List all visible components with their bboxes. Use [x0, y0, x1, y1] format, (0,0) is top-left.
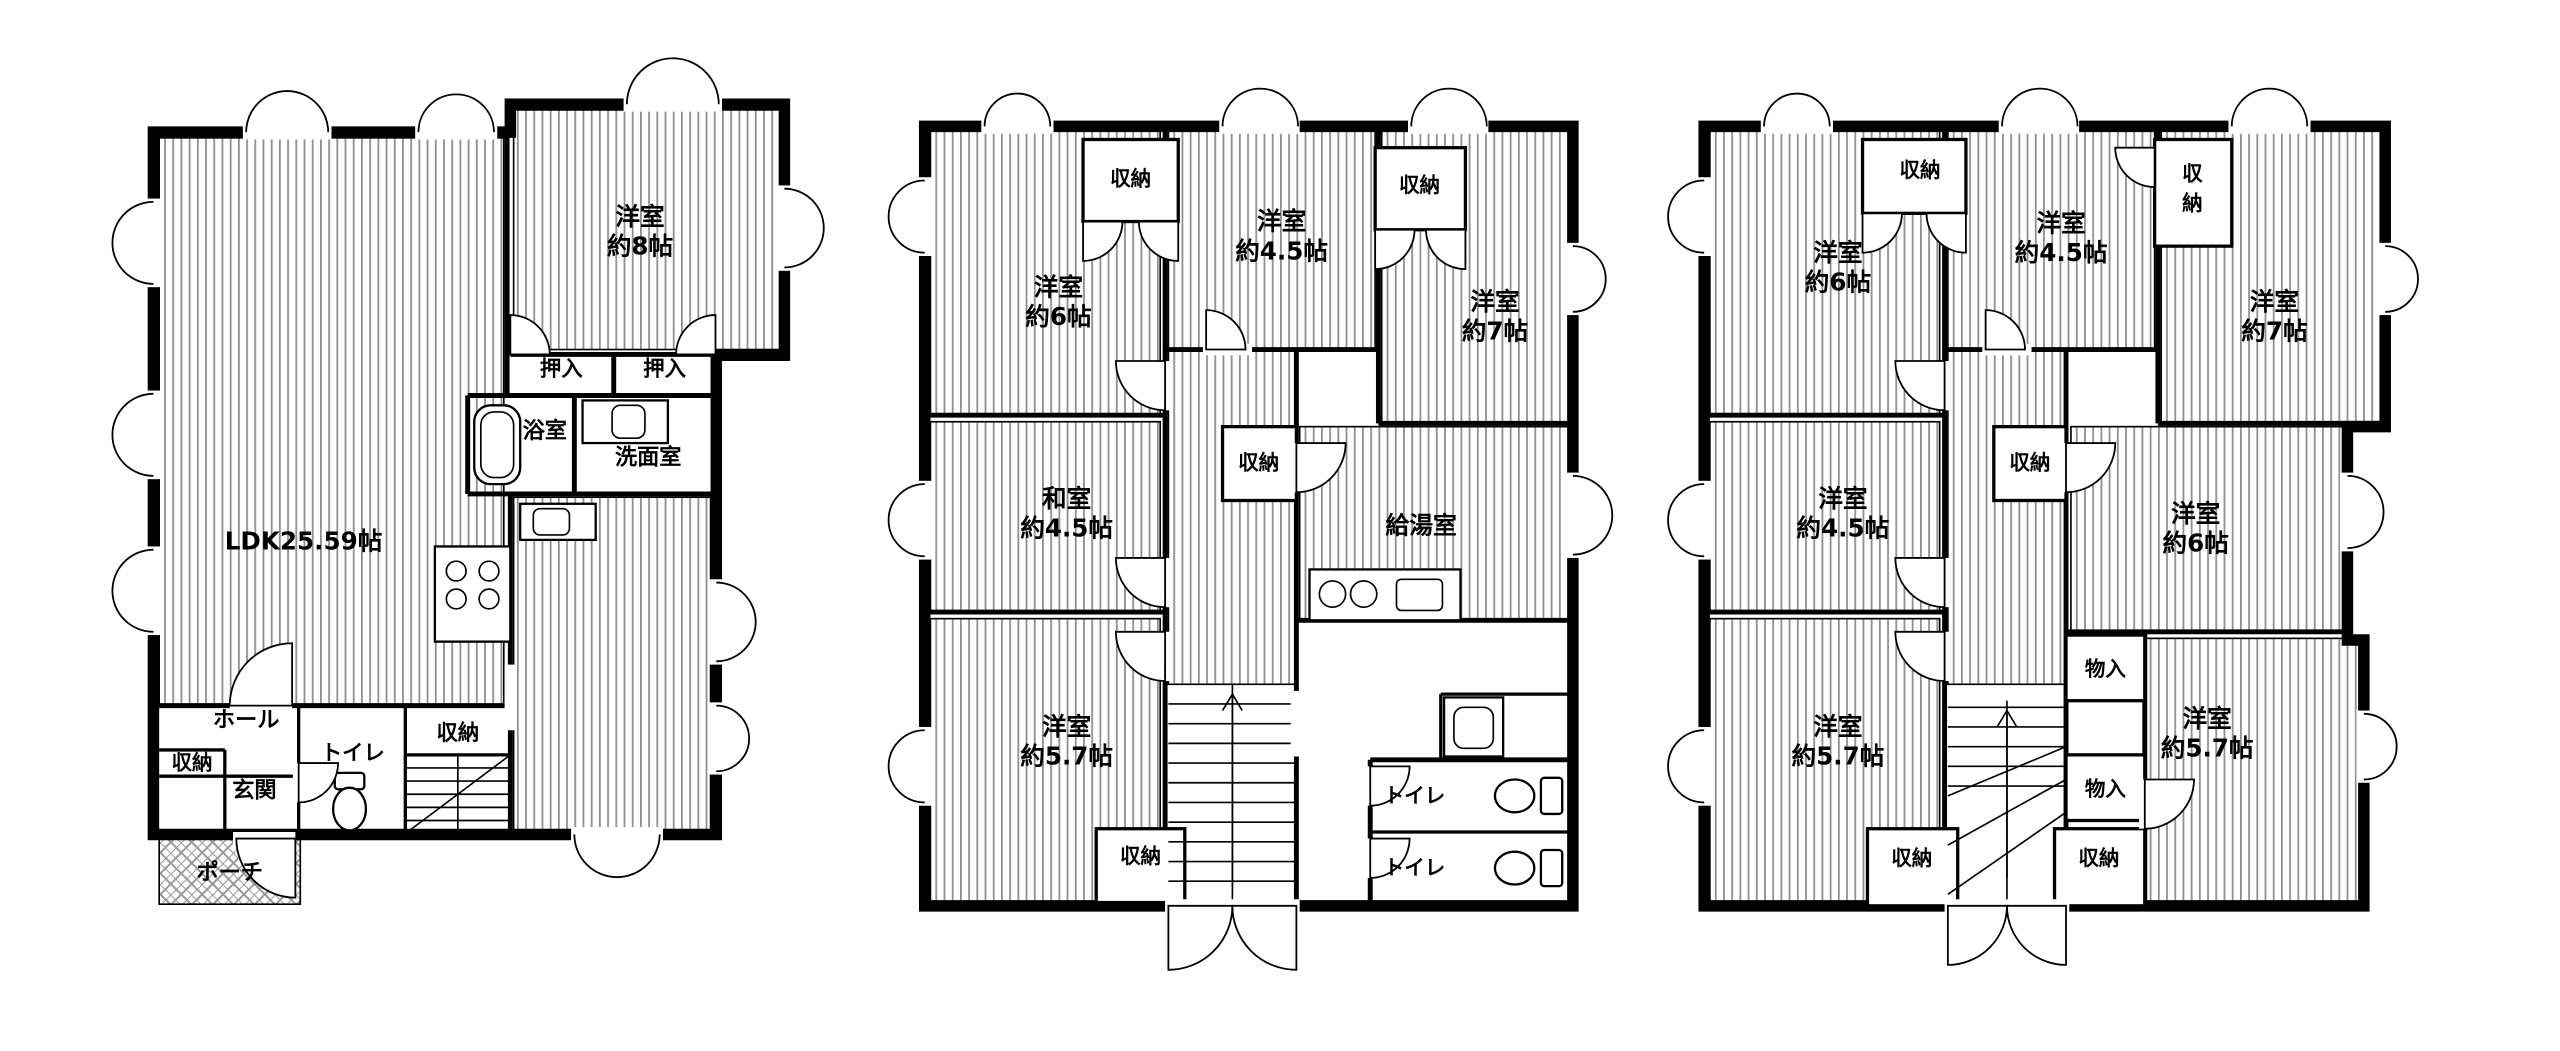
kitchen-counter-icon — [433, 545, 512, 643]
room-label-yoshitsu6: 洋室 — [1034, 272, 1083, 301]
room-size-yoshitsu45-top: 約4.5帖 — [2015, 238, 2108, 267]
room-label-senmen: 洗面室 — [615, 444, 681, 470]
room-label-shuno-tl: 収納 — [1110, 166, 1151, 190]
room-label-oshiire-b: 押入 — [643, 357, 686, 382]
room-label-shuno-bl: 収納 — [1891, 846, 1932, 870]
kitchenette-counter-icon — [1308, 568, 1462, 622]
room-size-yoshitsu6-mid: 約6帖 — [2162, 528, 2228, 557]
room-size-yoshitsu45-mid: 約4.5帖 — [1796, 514, 1889, 543]
floor-2f-drawing: 収納 洋室 約6帖 洋室 約4.5帖 収納 洋室 約7帖 和室 約4.5帖 収納… — [887, 87, 1614, 971]
room-size-yoshitsu57: 約5.7帖 — [1020, 742, 1113, 771]
room-label-toilet-b: トイレ — [1384, 856, 1446, 880]
toilet-icon — [1539, 776, 1564, 816]
floor-3f-drawing: 収納 洋室 約6帖 洋室 約4.5帖 収 納 洋室 約7帖 洋室 約4.5帖 収… — [1667, 87, 2419, 966]
room-label-monoire-a: 物入 — [2085, 657, 2127, 681]
room-size-yoshitsu6: 約6帖 — [1025, 302, 1091, 331]
stairs — [404, 754, 511, 835]
room-label-yoshitsu57-r: 洋室 — [2183, 704, 2232, 733]
room-labels: 収納 洋室 約6帖 洋室 約4.5帖 収 納 洋室 約7帖 洋室 約4.5帖 収… — [1792, 158, 2308, 870]
room-size-yoshitsu7: 約7帖 — [1462, 317, 1528, 346]
doors — [1667, 87, 2419, 966]
room-label-shuno-br: 収納 — [2078, 846, 2119, 870]
room-label-kyutoshitsu: 給湯室 — [1385, 511, 1456, 539]
room-label-yoshitsu45-top: 洋室 — [2036, 208, 2085, 237]
floor-plan-2f: 収納 洋室 約6帖 洋室 約4.5帖 収納 洋室 約7帖 和室 約4.5帖 収納… — [887, 87, 1614, 971]
room-label-shuno-tr-a: 収 — [2182, 162, 2203, 186]
room-label-yokushitsu: 浴室 — [523, 418, 567, 444]
room-label-toilet-a: トイレ — [1384, 783, 1446, 807]
room-label-ldk: LDK25.59帖 — [225, 527, 383, 556]
fixtures — [1308, 568, 1564, 888]
room-labels: LDK25.59帖 洋室 約8帖 押入 押入 浴室 洗面室 ホール 収納 トイレ… — [171, 202, 686, 886]
floor-plan-1f: LDK25.59帖 洋室 約8帖 押入 押入 浴室 洗面室 ホール 収納 トイレ… — [111, 57, 828, 927]
room-label-yoshitsu7: 洋室 — [1470, 287, 1519, 316]
room-size-yoshitsu57-r: 約5.7帖 — [2161, 734, 2254, 763]
walls — [147, 98, 791, 841]
washstand-icon — [581, 399, 670, 445]
room-label-shuno-left: 収納 — [171, 751, 212, 775]
room-size-washitsu: 約4.5帖 — [1020, 514, 1113, 543]
floor-areas — [929, 125, 1573, 909]
room-label-shuno-tr-b: 納 — [2182, 191, 2203, 215]
doors — [111, 57, 825, 899]
room-label-shuno-tm: 収納 — [1399, 173, 1440, 197]
stairs — [1168, 684, 1297, 906]
floor-plan-3f: 収納 洋室 約6帖 洋室 約4.5帖 収 納 洋室 約7帖 洋室 約4.5帖 収… — [1667, 87, 2419, 966]
room-size-yoshitsu6-top: 約6帖 — [1805, 267, 1871, 296]
room-label-washitsu: 和室 — [1042, 484, 1091, 513]
room-size-yoshitsu45: 約4.5帖 — [1235, 236, 1328, 265]
room-label-shuno-center: 収納 — [1238, 450, 1279, 474]
stairs — [1947, 700, 2067, 906]
floor-areas — [1709, 125, 2386, 909]
floor-1f-drawing: LDK25.59帖 洋室 約8帖 押入 押入 浴室 洗面室 ホール 収納 トイレ… — [111, 57, 825, 906]
closets — [1081, 137, 1468, 905]
room-size-yoshitsu57-l: 約5.7帖 — [1792, 742, 1885, 771]
room-labels: 収納 洋室 約6帖 洋室 約4.5帖 収納 洋室 約7帖 和室 約4.5帖 収納… — [1020, 166, 1528, 879]
room-label-porch: ポーチ — [197, 860, 263, 886]
room-label-yoshitsu7: 洋室 — [2250, 287, 2299, 316]
doors — [887, 87, 1614, 971]
room-label-yoshitsu8: 洋室 — [615, 202, 664, 231]
room-label-yoshitsu6-mid: 洋室 — [2171, 499, 2220, 528]
room-label-shuno-tl: 収納 — [1899, 158, 1940, 182]
room-label-yoshitsu45-mid: 洋室 — [1818, 484, 1867, 513]
room-label-shuno-center: 収納 — [2009, 450, 2050, 474]
room-label-oshiire-a: 押入 — [540, 357, 583, 382]
toilet-icon — [1539, 848, 1564, 888]
room-label-yoshitsu57-l: 洋室 — [1813, 712, 1862, 741]
room-label-shuno-bottom: 収納 — [1120, 844, 1161, 868]
room-label-monoire-b: 物入 — [2085, 777, 2127, 801]
room-label-toilet: トイレ — [321, 741, 385, 766]
room-label-hall: ホール — [213, 707, 279, 733]
room-label-yoshitsu57: 洋室 — [1042, 712, 1091, 741]
room-label-genkan: 玄関 — [232, 778, 276, 804]
bathtub-icon — [473, 404, 522, 486]
room-size-yoshitsu8: 約8帖 — [607, 231, 673, 260]
room-label-shuno-stair: 収納 — [437, 720, 480, 746]
room-label-yoshitsu45: 洋室 — [1257, 207, 1306, 236]
fixtures — [331, 399, 670, 832]
floor-areas — [158, 109, 784, 906]
room-size-yoshitsu7: 約7帖 — [2241, 317, 2307, 346]
room-label-yoshitsu6-top: 洋室 — [1813, 238, 1862, 267]
